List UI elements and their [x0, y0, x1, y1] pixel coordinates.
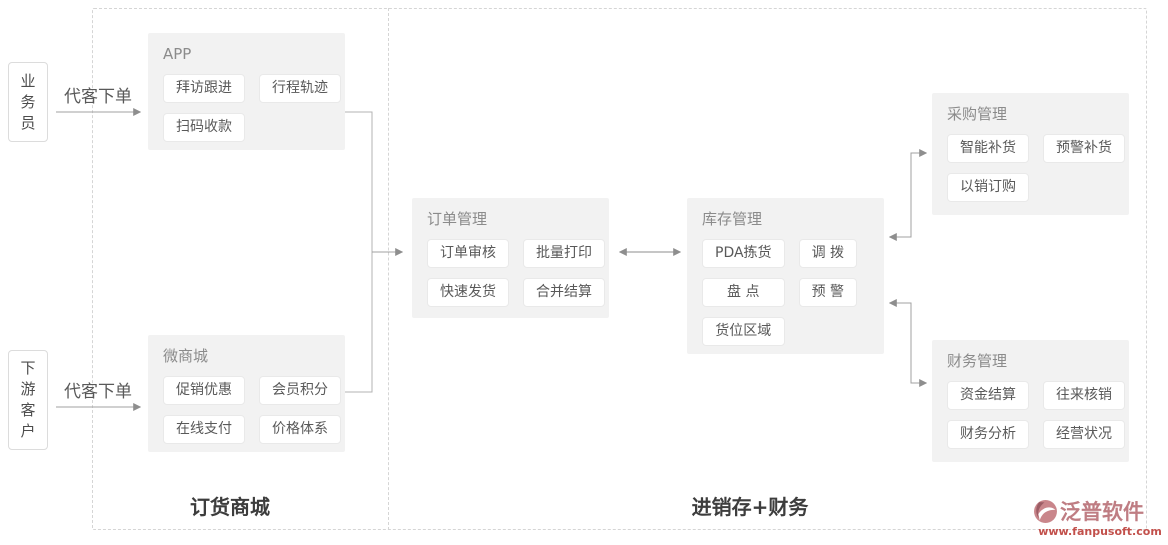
- chip-pda-picking: PDA拣货: [702, 239, 785, 268]
- chip-business-status: 经营状况: [1043, 420, 1125, 449]
- chip-financial-analysis: 财务分析: [947, 420, 1029, 449]
- zone-divider-dashed-line: [388, 8, 389, 530]
- chip-fund-settlement: 资金结算: [947, 381, 1029, 410]
- chip-bin-location: 货位区域: [702, 317, 785, 346]
- chip-order-by-sales: 以销订购: [947, 173, 1029, 202]
- chip-visit-follow-up: 拜访跟进: [163, 74, 245, 103]
- chip-member-points: 会员积分: [259, 376, 341, 405]
- zone-label-ordering-mall: 订货商城: [190, 495, 270, 519]
- chip-fast-shipping: 快速发货: [427, 278, 509, 307]
- chip-online-payment: 在线支付: [163, 415, 245, 444]
- section-order-management-title: 订单管理: [427, 210, 488, 228]
- watermark-brand: 泛普软件: [1060, 500, 1144, 524]
- section-app: APP 拜访跟进 行程轨迹 扫码收款: [148, 33, 345, 150]
- chip-scan-collect: 扫码收款: [163, 113, 245, 142]
- section-app-title: APP: [163, 45, 192, 63]
- zone-label-erp-finance: 进销存+财务: [691, 495, 809, 519]
- fanpu-logo-icon: [1034, 499, 1057, 523]
- proxy-order-label-top: 代客下单: [64, 87, 132, 107]
- chip-smart-replenish: 智能补货: [947, 134, 1029, 163]
- proxy-order-label-bottom: 代客下单: [64, 382, 132, 402]
- section-micro-mall-title: 微商城: [163, 347, 209, 365]
- section-finance-management: 财务管理 资金结算 往来核销 财务分析 经营状况: [932, 340, 1129, 462]
- dashed-frame-border: [92, 8, 1147, 530]
- section-purchase-management-title: 采购管理: [947, 105, 1008, 123]
- section-inventory-management-title: 库存管理: [702, 210, 763, 228]
- chip-order-review: 订单审核: [427, 239, 509, 268]
- actor-downstream-customer: 下游客户: [8, 350, 48, 450]
- chip-batch-print: 批量打印: [523, 239, 605, 268]
- section-micro-mall: 微商城 促销优惠 会员积分 在线支付 价格体系: [148, 335, 345, 452]
- actor-salesperson-label: 业务员: [20, 71, 36, 132]
- watermark-url: www.fanpusoft.com: [1038, 525, 1162, 538]
- chip-promotion: 促销优惠: [163, 376, 245, 405]
- section-finance-management-title: 财务管理: [947, 352, 1008, 370]
- chip-price-system: 价格体系: [259, 415, 341, 444]
- chip-reconciliation: 往来核销: [1043, 381, 1125, 410]
- section-inventory-management: 库存管理 PDA拣货 调 拨 盘 点 预 警 货位区域: [687, 198, 884, 354]
- section-order-management: 订单管理 订单审核 批量打印 快速发货 合并结算: [412, 198, 609, 318]
- chip-transfer: 调 拨: [798, 239, 858, 268]
- chip-alert: 预 警: [798, 278, 858, 307]
- chip-stocktaking: 盘 点: [702, 278, 785, 307]
- section-purchase-management: 采购管理 智能补货 预警补货 以销订购: [932, 93, 1129, 215]
- chip-alert-replenish: 预警补货: [1043, 134, 1125, 163]
- actor-salesperson: 业务员: [8, 62, 48, 142]
- watermark: 泛普软件 www.fanpusoft.com: [1033, 496, 1167, 538]
- chip-trip-track: 行程轨迹: [259, 74, 341, 103]
- actor-downstream-customer-label: 下游客户: [20, 359, 36, 440]
- chip-merge-settlement: 合并结算: [523, 278, 605, 307]
